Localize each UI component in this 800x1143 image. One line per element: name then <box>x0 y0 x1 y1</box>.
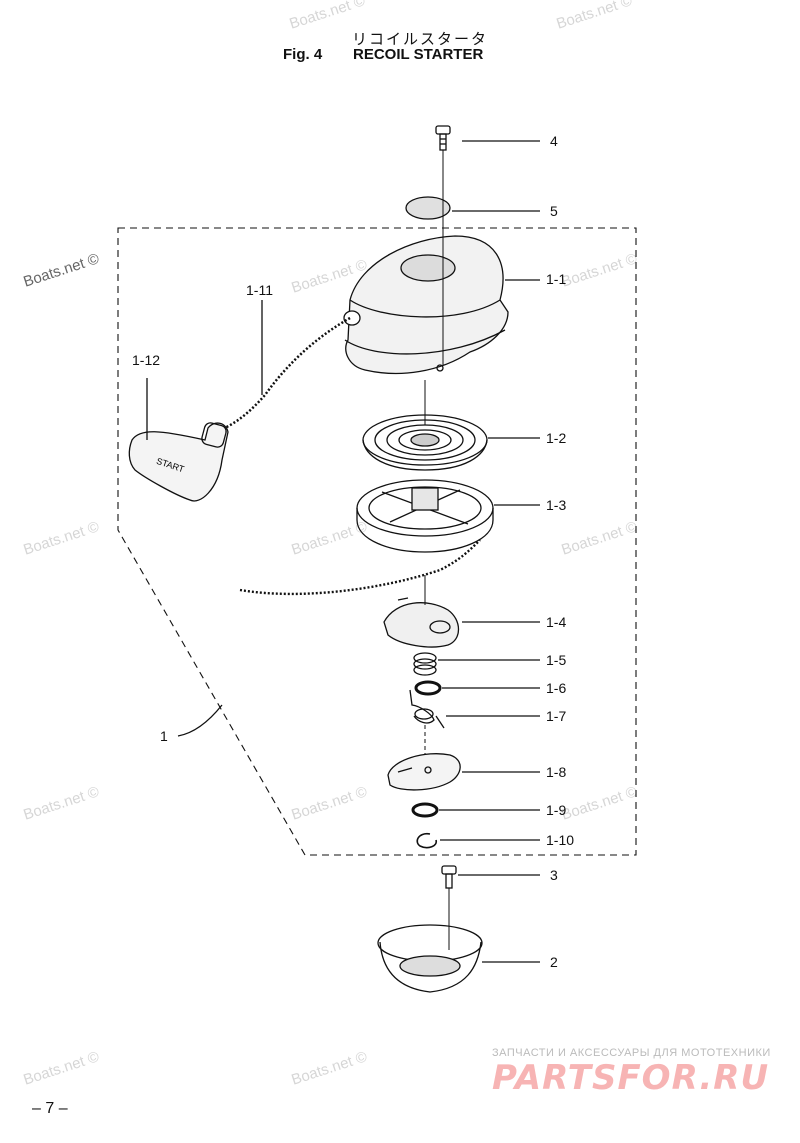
washer-1-9 <box>411 802 439 818</box>
callout-1-7: 1-7 <box>546 708 567 724</box>
callout-1-3: 1-3 <box>546 497 567 513</box>
housing-1-1 <box>343 235 509 375</box>
pulley-1-3 <box>356 479 494 553</box>
callout-1: 1 <box>160 728 168 744</box>
ad-tagline: ЗАПЧАСТИ И АКСЕССУАРЫ ДЛЯ МОТОТЕХНИКИ <box>492 1047 771 1059</box>
cup-2 <box>377 924 483 993</box>
callout-1-1: 1-1 <box>546 271 567 287</box>
page-number: – 7 – <box>32 1100 68 1117</box>
plate-1-8 <box>387 753 461 791</box>
cap-5 <box>405 196 451 220</box>
callout-2: 2 <box>550 954 558 970</box>
title-japanese: リコイルスタータ <box>351 31 488 48</box>
clip-1-10 <box>416 832 438 849</box>
callout-3: 3 <box>550 867 558 883</box>
spring-1-7 <box>409 689 445 729</box>
ad-logo: PARTSFOR.RU <box>492 1058 770 1098</box>
bolt-4 <box>435 125 451 151</box>
callout-1-9: 1-9 <box>546 802 567 818</box>
assembly-boundary <box>117 227 637 856</box>
callout-1-4: 1-4 <box>546 614 567 630</box>
callout-1-10: 1-10 <box>546 832 575 848</box>
callout-1-12: 1-12 <box>132 352 161 368</box>
ratchet-1-4 <box>383 597 460 648</box>
callout-1-2: 1-2 <box>546 430 567 446</box>
figure-number: Fig. 4 <box>283 46 323 63</box>
spring-1-5 <box>413 652 437 676</box>
callout-5: 5 <box>550 203 558 219</box>
figure-name: RECOIL STARTER <box>353 46 484 63</box>
callout-1-11: 1-11 <box>246 282 273 298</box>
rope-tail <box>239 539 481 596</box>
callout-1-6: 1-6 <box>546 680 567 696</box>
washer-1-6 <box>414 680 442 696</box>
callout-1-8: 1-8 <box>546 764 567 780</box>
bolt-3 <box>441 865 457 889</box>
handle-1-12 <box>128 422 229 502</box>
rope-1-11 <box>214 316 351 434</box>
callout-1-5: 1-5 <box>546 652 567 668</box>
figure-title: Fig. 4 RECOIL STARTER <box>283 46 483 63</box>
callout-4: 4 <box>550 133 558 149</box>
